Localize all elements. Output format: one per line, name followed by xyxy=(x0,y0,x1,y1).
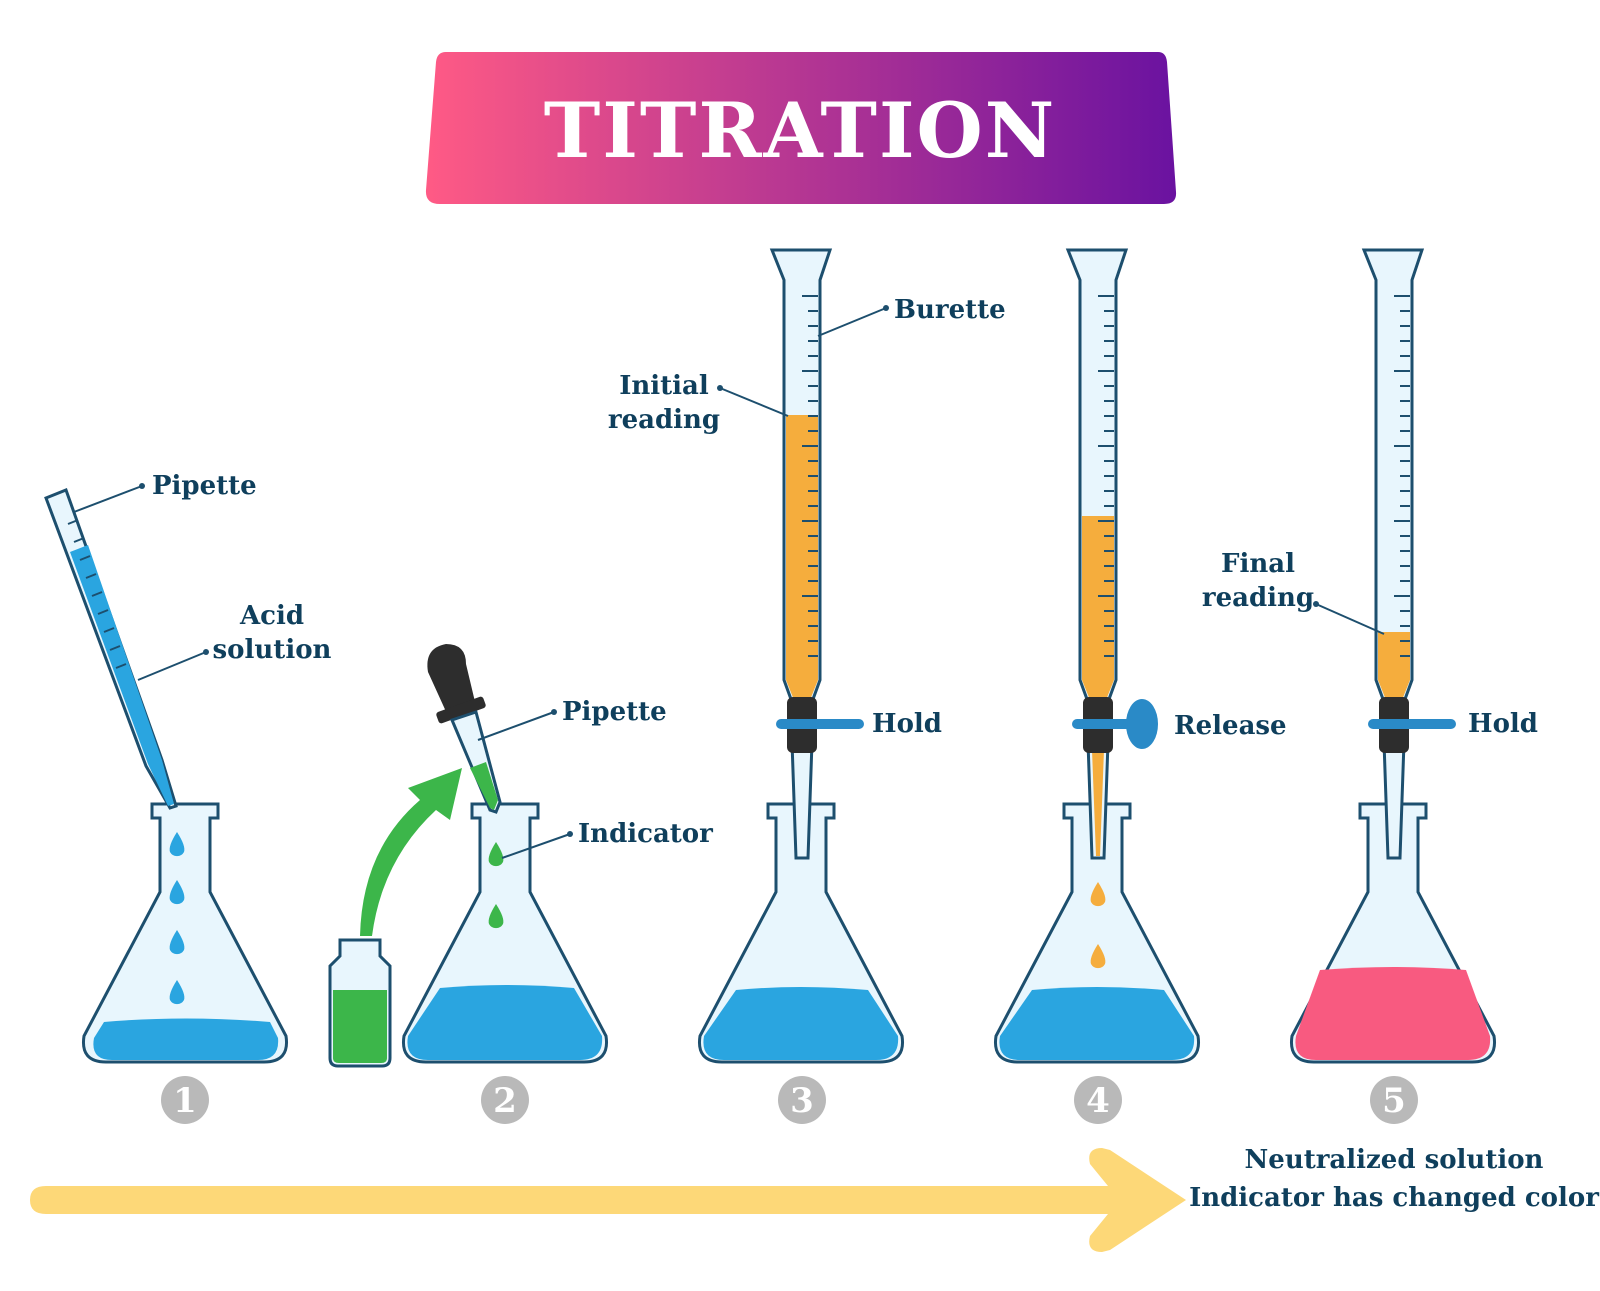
drop xyxy=(1090,882,1106,907)
drop xyxy=(169,980,185,1005)
base-solution xyxy=(999,987,1195,1060)
result-line2: Indicator has changed color xyxy=(1189,1183,1599,1213)
svg-text:4: 4 xyxy=(1086,1081,1110,1121)
titrant-level xyxy=(1082,516,1114,700)
step-number-1: 1 xyxy=(161,1076,209,1124)
indicator-bottle xyxy=(328,938,392,1068)
drop xyxy=(488,842,504,867)
label-final-line2: reading xyxy=(1202,583,1314,613)
step-1: Pipette Acid solution 1 xyxy=(44,471,332,1124)
pipette-1 xyxy=(44,488,178,810)
step-5: Final reading Hold 5 xyxy=(1202,248,1538,1124)
neutralized-solution xyxy=(1295,967,1491,1060)
base-solution xyxy=(407,985,603,1060)
result-line1: Neutralized solution xyxy=(1245,1145,1544,1175)
title-banner-shape xyxy=(425,52,1177,204)
label-pipette-1: Pipette xyxy=(152,471,257,501)
burette-5 xyxy=(1361,248,1456,860)
label-initial-line1: Initial xyxy=(619,371,709,401)
drop xyxy=(488,904,504,929)
label-indicator: Indicator xyxy=(578,819,713,849)
acid-drops xyxy=(169,832,185,1005)
label-initial-line2: reading xyxy=(608,405,720,435)
drop xyxy=(169,832,185,857)
valve-handle-open xyxy=(1126,699,1158,749)
step-number-3: 3 xyxy=(778,1076,826,1124)
label-hold-5: Hold xyxy=(1468,709,1538,739)
step-number-5: 5 xyxy=(1370,1076,1418,1124)
flask-5 xyxy=(1289,802,1497,1064)
flask-3 xyxy=(697,802,905,1064)
drop xyxy=(169,930,185,955)
label-pipette-2: Pipette xyxy=(562,697,667,727)
label-release: Release xyxy=(1174,711,1287,741)
dropper-pipette xyxy=(427,644,502,814)
valve-handle xyxy=(1368,719,1456,729)
base-solution xyxy=(703,987,899,1060)
svg-text:5: 5 xyxy=(1382,1081,1406,1121)
titrant-drops xyxy=(1090,882,1106,969)
drop xyxy=(1090,944,1106,969)
titrant-level xyxy=(1378,632,1410,700)
step-4: Release 4 xyxy=(993,248,1287,1124)
label-hold-3: Hold xyxy=(872,709,942,739)
step-2: Pipette Indicator 2 xyxy=(328,644,713,1124)
burette-ticks xyxy=(1394,295,1410,657)
svg-text:1: 1 xyxy=(173,1081,197,1121)
step-number-2: 2 xyxy=(481,1076,529,1124)
flask-4 xyxy=(993,802,1201,1064)
flask-2 xyxy=(401,802,609,1064)
burette-3 xyxy=(769,248,864,860)
indicator-drops xyxy=(488,842,504,929)
label-burette: Burette xyxy=(894,295,1006,325)
progress-arrow xyxy=(30,1148,1186,1252)
svg-text:3: 3 xyxy=(790,1081,814,1121)
step-3: Burette Initial reading Hold 3 xyxy=(608,248,1006,1124)
titrant-level xyxy=(786,415,818,700)
label-acid-line1: Acid xyxy=(239,601,304,631)
step-number-4: 4 xyxy=(1074,1076,1122,1124)
dropper-bulb xyxy=(427,644,476,716)
burette-ticks xyxy=(1098,295,1114,657)
burette-4 xyxy=(1065,248,1158,860)
acid-in-pipette xyxy=(70,545,174,806)
flask-1 xyxy=(81,802,289,1064)
base-solution xyxy=(93,1018,279,1060)
drop xyxy=(169,880,185,905)
burette-ticks xyxy=(802,295,818,657)
label-acid-line2: solution xyxy=(213,635,332,665)
label-final-line1: Final xyxy=(1221,549,1295,579)
svg-text:2: 2 xyxy=(493,1081,517,1121)
title-banner: TITRATION xyxy=(425,52,1177,204)
page-title: TITRATION xyxy=(544,86,1056,175)
transfer-arrow xyxy=(360,768,462,936)
valve-handle xyxy=(776,719,864,729)
